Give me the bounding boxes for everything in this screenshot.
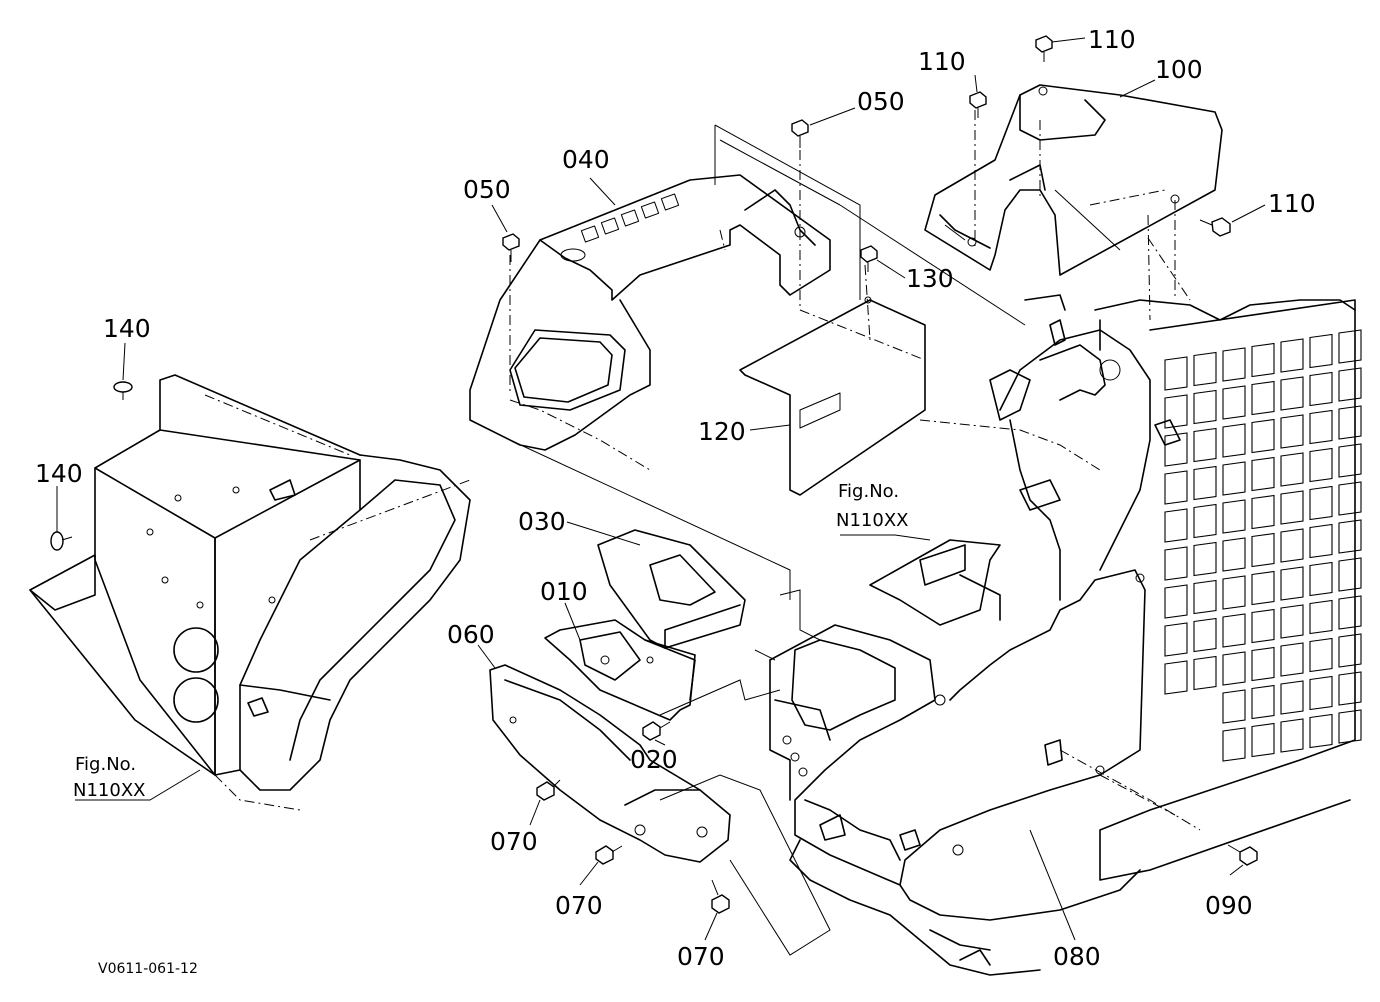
bolt-130-icon bbox=[860, 245, 878, 272]
fig-ref-1-line1: Fig.No. bbox=[838, 481, 899, 502]
bolt-110a-icon bbox=[1035, 35, 1053, 62]
part-labels: 110 110 100 110 050 050 040 130 120 140 … bbox=[35, 25, 1316, 971]
label-010: 010 bbox=[540, 577, 588, 606]
part-040-upper-cowl bbox=[469, 174, 831, 451]
bolts bbox=[50, 35, 1258, 914]
bolt-070a-icon bbox=[536, 779, 561, 801]
fig-reference-1: Fig.No. N110XX bbox=[836, 481, 908, 531]
bolt-050a-icon bbox=[502, 233, 520, 262]
fig-ref-2-line2: N110XX bbox=[73, 780, 145, 801]
label-050a: 050 bbox=[463, 175, 511, 204]
label-020: 020 bbox=[630, 745, 678, 774]
bolt-070b-icon bbox=[595, 845, 623, 865]
fig-reference-2: Fig.No. N110XX bbox=[73, 754, 145, 801]
label-110a: 110 bbox=[1088, 25, 1136, 54]
label-070b: 070 bbox=[555, 891, 603, 920]
bolt-110c-icon bbox=[1199, 217, 1231, 237]
label-110b: 110 bbox=[918, 47, 966, 76]
label-050b: 050 bbox=[857, 87, 905, 116]
part-080-main-body bbox=[769, 294, 1356, 976]
bolt-050b-icon bbox=[791, 119, 809, 148]
rivet-140a-icon bbox=[113, 381, 133, 400]
label-120: 120 bbox=[698, 417, 746, 446]
label-140b: 140 bbox=[35, 459, 83, 488]
label-070a: 070 bbox=[490, 827, 538, 856]
bolt-090-icon bbox=[1227, 844, 1258, 866]
part-030-cover bbox=[597, 529, 746, 649]
grille-frame bbox=[1099, 299, 1362, 881]
part-010-bracket bbox=[544, 619, 696, 721]
bolt-070c-icon bbox=[711, 879, 730, 914]
label-080: 080 bbox=[1053, 942, 1101, 971]
label-140a: 140 bbox=[103, 314, 151, 343]
label-070c: 070 bbox=[677, 942, 725, 971]
rivet-140b-icon bbox=[50, 531, 73, 551]
left-frame-panel bbox=[29, 374, 471, 811]
label-130: 130 bbox=[906, 264, 954, 293]
label-090: 090 bbox=[1205, 891, 1253, 920]
part-100-right-cover bbox=[924, 84, 1223, 276]
fig-ref-2-line1: Fig.No. bbox=[75, 754, 136, 775]
bolt-110b-icon bbox=[969, 91, 987, 118]
diagram-code: V0611-061-12 bbox=[98, 961, 198, 977]
label-pointers bbox=[56, 37, 1266, 941]
label-030: 030 bbox=[518, 507, 566, 536]
fig-ref-1-line2: N110XX bbox=[836, 510, 908, 531]
leader-lines bbox=[509, 110, 1201, 956]
bolt-020-icon bbox=[642, 721, 671, 741]
label-060: 060 bbox=[447, 620, 495, 649]
label-110c: 110 bbox=[1268, 189, 1316, 218]
part-120-plate bbox=[739, 296, 926, 496]
label-040: 040 bbox=[562, 145, 610, 174]
label-100: 100 bbox=[1155, 55, 1203, 84]
